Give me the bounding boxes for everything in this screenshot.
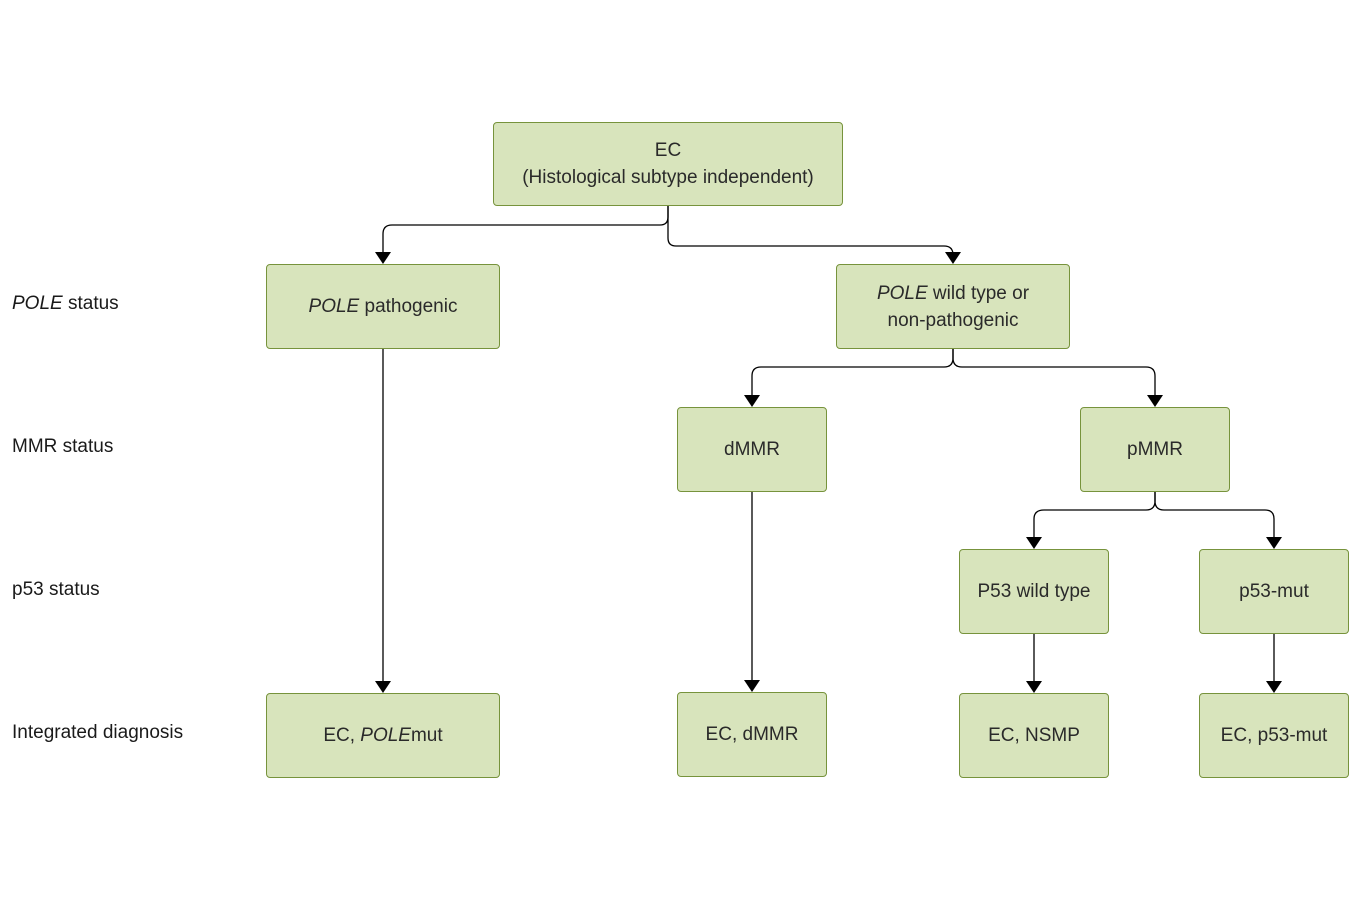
connector-pmmr-to-p53-wildtype	[1026, 491, 1156, 549]
node-ec-nsmp-label: EC, NSMP	[988, 725, 1080, 746]
row-label-integrated-diagnosis: Integrated diagnosis	[12, 722, 184, 743]
node-pmmr: pMMR	[1080, 407, 1230, 492]
node-pole-wildtype-rest: wild type or	[927, 282, 1030, 304]
node-ec-root-title: EC	[654, 140, 682, 161]
node-ec-dmmr: EC, dMMR	[677, 692, 827, 777]
node-pole-pathogenic-label: POLE pathogenic	[309, 293, 458, 320]
node-pole-wildtype-line2: non-pathogenic	[887, 309, 1019, 331]
node-ec-root-subtitle: (Histological subtype independent)	[522, 167, 814, 188]
node-p53-wildtype: P53 wild type	[959, 549, 1109, 634]
node-ec-polemut-pre: EC,	[323, 725, 361, 746]
node-ec-p53mut: EC, p53-mut	[1199, 693, 1349, 778]
node-ec-polemut: EC, POLEmut	[266, 693, 500, 778]
node-p53-wildtype-label: P53 wild type	[977, 581, 1091, 602]
row-label-pole-rest: status	[62, 293, 119, 314]
node-pole-wildtype: POLE wild type or non-pathogenic	[836, 264, 1070, 349]
row-label-pole-italic: POLE	[12, 293, 63, 314]
node-ec-polemut-italic: POLE	[360, 725, 411, 746]
connector-pole-wildtype-to-pmmr	[952, 348, 1163, 407]
node-pole-wildtype-line1: POLE wild type or	[877, 280, 1029, 307]
connector-root-to-pole-pathogenic	[375, 206, 669, 264]
node-ec-nsmp: EC, NSMP	[959, 693, 1109, 778]
row-label-p53-status: p53 status	[12, 579, 100, 600]
row-label-pole-status: POLE status	[12, 293, 119, 315]
node-ec-polemut-label: EC, POLEmut	[323, 722, 442, 749]
node-p53-mut-label: p53-mut	[1239, 581, 1309, 602]
node-p53-mut: p53-mut	[1199, 549, 1349, 634]
node-ec-dmmr-label: EC, dMMR	[705, 724, 799, 745]
node-dmmr-label: dMMR	[724, 439, 780, 460]
node-pole-wildtype-italic: POLE	[876, 282, 928, 304]
node-ec-p53mut-label: EC, p53-mut	[1220, 725, 1328, 746]
node-ec-root: EC (Histological subtype independent)	[493, 122, 843, 206]
node-pole-pathogenic: POLE pathogenic	[266, 264, 500, 349]
connector-pole-wildtype-to-dmmr	[744, 348, 954, 407]
node-ec-polemut-post: mut	[410, 725, 443, 746]
node-pole-pathogenic-rest: pathogenic	[359, 296, 458, 317]
connector-pmmr-to-p53-mut	[1154, 491, 1282, 549]
node-pole-pathogenic-italic: POLE	[308, 296, 360, 317]
node-pmmr-label: pMMR	[1127, 439, 1183, 460]
node-dmmr: dMMR	[677, 407, 827, 492]
connector-root-to-pole-wildtype	[667, 206, 961, 264]
row-label-mmr-status: MMR status	[12, 436, 114, 457]
